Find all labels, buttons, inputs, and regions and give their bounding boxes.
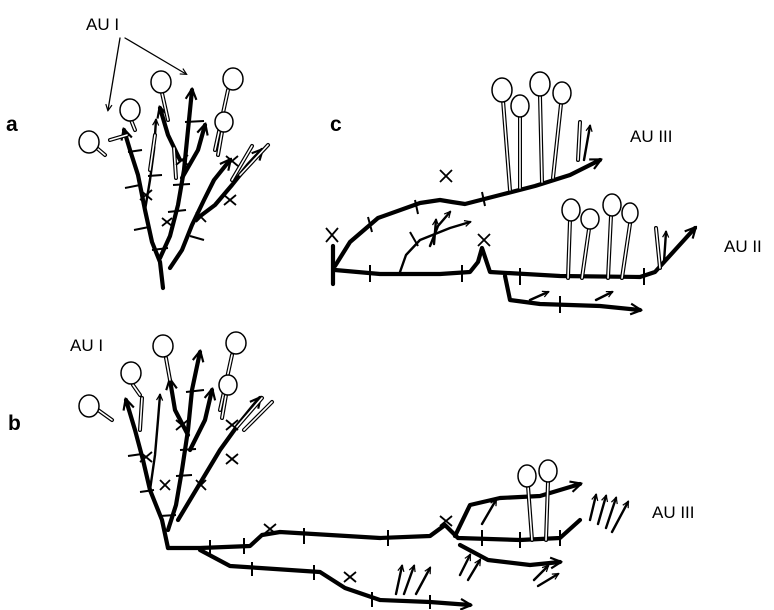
inner-right-axis-b [190, 390, 212, 450]
tick-marks [125, 121, 204, 250]
sporangium-head [79, 131, 105, 155]
au-iii-label-b: AU III [652, 503, 695, 522]
main-axis-b [126, 400, 168, 548]
callout-arrow-right [125, 38, 186, 74]
panel-c-label: c [330, 113, 342, 136]
au-ii-label-c: AU II [724, 237, 762, 256]
sporangium-head [79, 395, 112, 420]
main-axis [124, 130, 163, 288]
sporangium-head [120, 99, 140, 130]
upper-axis-b [455, 484, 580, 536]
sporangium-head [622, 203, 638, 278]
lower-right-axis-b [460, 545, 560, 565]
panel-b-label: b [8, 412, 21, 435]
inner-axis [160, 108, 180, 160]
au-i-label-b: AU I [70, 336, 103, 355]
au-i-label-a: AU I [86, 15, 119, 34]
panel-a: a AU I [6, 15, 268, 288]
sporangium-head [492, 78, 512, 190]
sporangium-head [511, 95, 529, 188]
sporangium-head [562, 199, 580, 278]
bottom-axis-c [505, 276, 640, 310]
panel-a-label: a [6, 113, 18, 136]
horizontal-axis-b [168, 520, 580, 548]
upper-axis-c [335, 160, 600, 266]
callout-arrow-left [108, 38, 120, 110]
sporangium-head [553, 82, 571, 178]
panel-b: b AU I AU III [8, 332, 695, 609]
sporangium-head [518, 465, 536, 540]
sporangium-head [539, 460, 557, 540]
sporangium-head [121, 362, 141, 395]
sporangium-head [530, 72, 550, 182]
lower-axis-c [335, 228, 695, 277]
au-iii-label-c: AU III [630, 127, 673, 146]
sporangium-head [581, 209, 599, 278]
panel-c: c AU III AU II [326, 72, 762, 313]
sporangium-head [603, 194, 621, 278]
sporangium-head [153, 335, 173, 380]
